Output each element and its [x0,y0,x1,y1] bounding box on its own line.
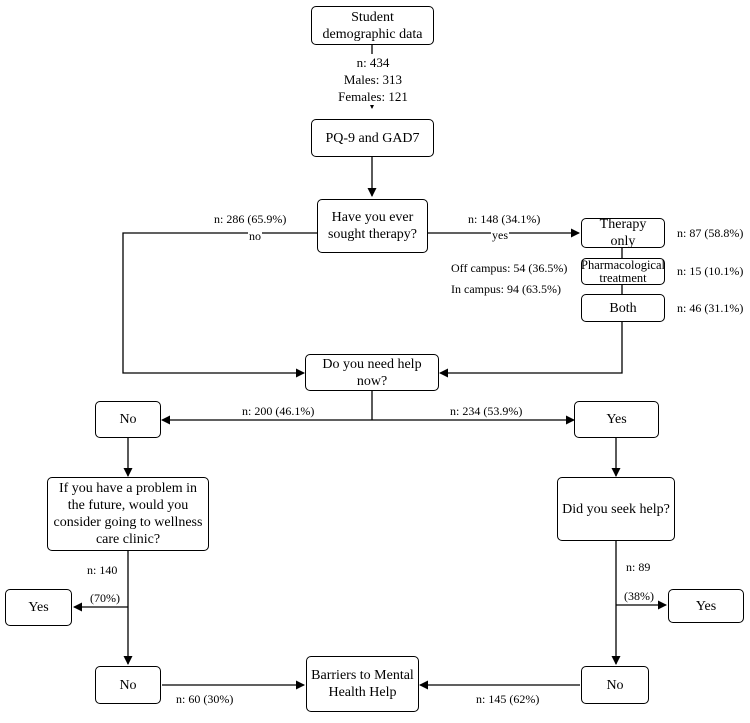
wellness-clinic-question-box: If you have a problem in the future, wou… [47,477,209,551]
off-campus-count: Off campus: 54 (36.5%) [451,261,568,275]
yes-box-far-right: Yes [668,589,744,623]
yes-box-far-left: Yes [5,589,72,626]
in-campus-count: In campus: 94 (63.5%) [451,282,561,296]
no-box-bottom-left: No [95,666,161,704]
pharmacological-count: n: 15 (10.1%) [677,264,744,278]
demographic-counts: n: 434 Males: 313 Females: 121 [330,54,416,105]
seek-yes-count: n: 89 [626,560,651,574]
yes-box-right: Yes [574,401,659,438]
clinic-no-count: n: 60 (30%) [176,692,234,706]
sought-therapy-question-box: Have you ever sought therapy? [317,199,428,253]
no-branch-label: no [248,229,262,243]
pharmacological-treatment-box: Pharmacological treatment [581,257,665,285]
therapy-only-count: n: 87 (58.8%) [677,226,744,240]
both-box: Both [581,294,665,322]
questionnaire-box: PQ-9 and GAD7 [311,119,434,157]
never-sought-therapy-count: n: 286 (65.9%) [214,212,287,226]
both-count: n: 46 (31.1%) [677,301,744,315]
arrow-both-to-need-help [439,322,623,378]
females-count-label: Females: 121 [338,89,408,104]
males-count-label: Males: 313 [343,72,403,87]
clinic-yes-percent: (70%) [90,591,120,605]
total-count-label: n: 434 [356,55,390,70]
did-you-seek-help-box: Did you seek help? [557,477,675,541]
barriers-to-mental-health-help-box: Barriers to Mental Health Help [306,656,419,712]
therapy-only-box: Therapy only [581,217,665,249]
no-box-left: No [95,401,161,438]
clinic-yes-count: n: 140 [87,563,118,577]
seek-no-count: n: 145 (62%) [476,692,540,706]
yes-branch-label: yes [491,228,509,242]
no-box-bottom-right: No [581,666,649,704]
need-help-no-count: n: 200 (46.1%) [242,404,315,418]
need-help-now-box: Do you need help now? [305,354,439,391]
need-help-yes-count: n: 234 (53.9%) [450,404,523,418]
seek-yes-percent: (38%) [624,589,654,603]
sought-therapy-count: n: 148 (34.1%) [468,212,541,226]
student-demographic-data-box: Student demographic data [311,6,434,45]
arrow-no-branch [122,232,317,378]
